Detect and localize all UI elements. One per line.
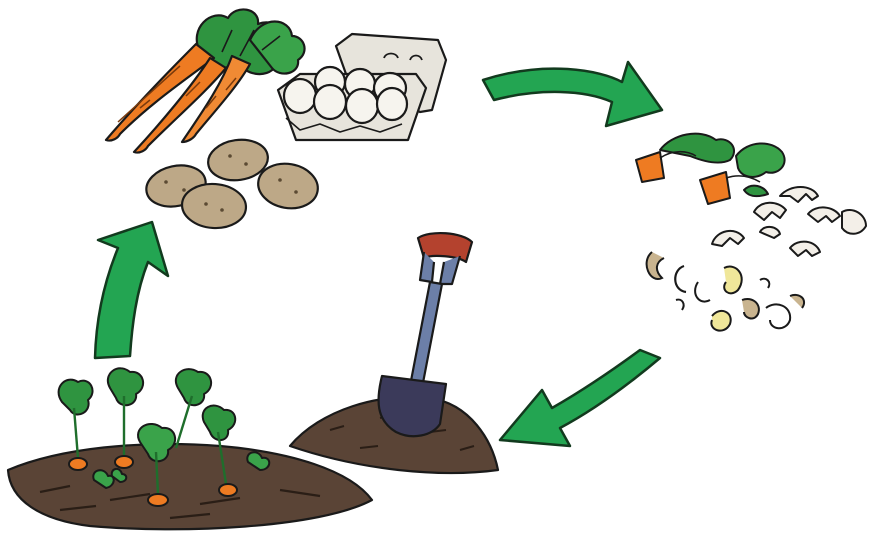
arrow-scraps-to-compost: [500, 350, 660, 446]
arrow-harvest-to-scraps: [483, 62, 662, 126]
scraps-group: [636, 134, 866, 331]
eggshells-icon: [712, 187, 866, 256]
potato-pile-icon: [142, 136, 321, 230]
shovel-icon: [379, 233, 472, 436]
carrot-tops-icon: [636, 134, 785, 204]
potato-peelings-icon: [647, 252, 804, 331]
arrow-garden-to-harvest: [95, 222, 168, 358]
harvest-group: [106, 9, 446, 230]
carrot-bunch-icon: [106, 9, 305, 152]
compost-group: [290, 233, 498, 473]
